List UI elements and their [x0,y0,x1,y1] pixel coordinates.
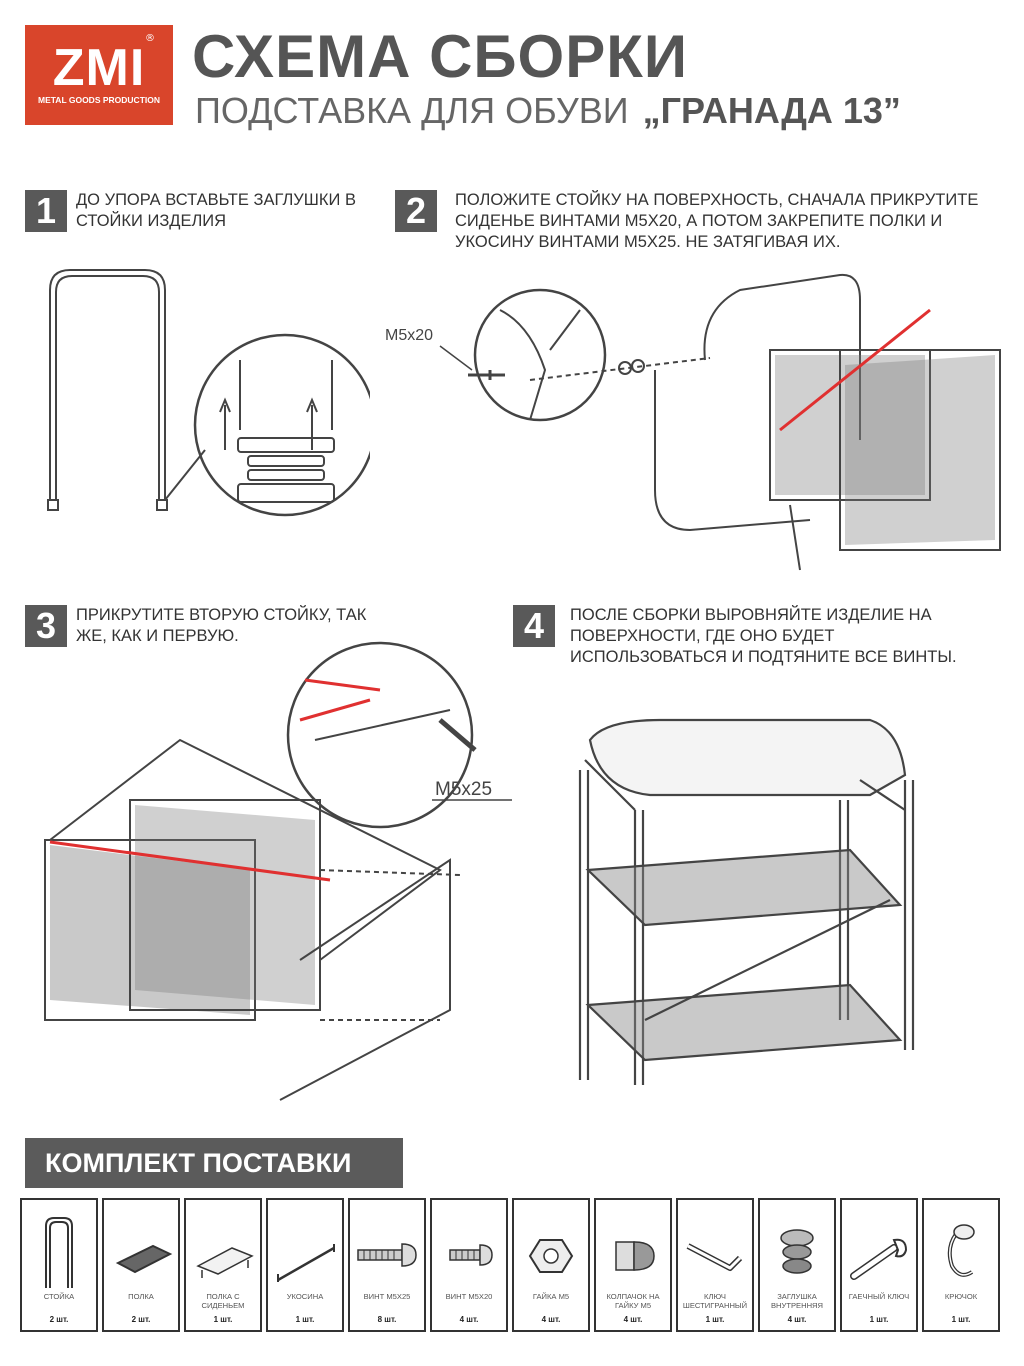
kit-item-seat-shelf: ПОЛКА С СИДЕНЬЕМ 1 шт. [184,1198,262,1332]
kit-title: КОМПЛЕКТ ПОСТАВКИ [25,1138,403,1188]
kit-item-name: СТОЙКА [43,1292,75,1301]
kit-item-hex-key: КЛЮЧ ШЕСТИГРАННЫЙ 1 шт. [676,1198,754,1332]
subtitle-text: ПОДСТАВКА ДЛЯ ОБУВИ [195,90,629,131]
kit-item-name: ВИНТ М5х25 [363,1292,411,1301]
cap-nut-icon [615,1241,655,1271]
logo-mark: ZMI [52,39,146,97]
kit-item-hook: КРЮЧОК 1 шт. [922,1198,1000,1332]
kit-item-brace: УКОСИНА 1 шт. [266,1198,344,1332]
registered-mark: ® [145,33,155,44]
step-3-diagram: M5x25 [44,641,512,1101]
step-3-number: 3 [25,605,67,647]
kit-item-name: КЛЮЧ ШЕСТИГРАННЫЙ [682,1292,748,1310]
kit-item-qty: 4 шт. [459,1315,479,1324]
kit-item-name: УКОСИНА [286,1292,324,1301]
step-4-diagram [578,718,915,1085]
shelf-icon [115,1244,173,1274]
kit-item-wrench: ГАЕЧНЫЙ КЛЮЧ 1 шт. [840,1198,918,1332]
kit-item-qty: 1 шт. [705,1315,725,1324]
kit-item-qty: 1 шт. [213,1315,233,1324]
kit-item-screw-m5x20: ВИНТ М5х20 4 шт. [430,1198,508,1332]
kit-item-qty: 2 шт. [131,1315,151,1324]
step-3-text: ПРИКРУТИТЕ ВТОРУЮ СТОЙКУ, ТАК ЖЕ, КАК И … [76,606,367,645]
kit-item-name: КОЛПАЧОК НА ГАЙКУ М5 [606,1292,660,1310]
kit-item-qty: 2 шт. [49,1315,69,1324]
kit-item-qty: 4 шт. [541,1315,561,1324]
kit-list: СТОЙКА 2 шт. ПОЛКА 2 шт. ПОЛКА С СИДЕНЬЕ… [20,1198,1004,1332]
step-2-number: 2 [395,190,437,232]
kit-item-name: ПОЛКА С СИДЕНЬЕМ [201,1292,245,1310]
kit-item-qty: 4 шт. [623,1315,643,1324]
kit-item-cap-nut: КОЛПАЧОК НА ГАЙКУ М5 4 шт. [594,1198,672,1332]
step-2-screw-label: M5x20 [385,327,433,344]
kit-item-nut: ГАЙКА М5 4 шт. [512,1198,590,1332]
step-4-text: ПОСЛЕ СБОРКИ ВЫРОВНЯЙТЕ ИЗДЕЛИЕ НА ПОВЕР… [570,606,957,666]
logo-subtitle: METAL GOODS PRODUCTION [38,95,160,105]
page-title: СХЕМА СБОРКИ [192,23,688,90]
stand-icon [45,1217,73,1288]
hex-key-icon [686,1243,743,1271]
kit-item-qty: 8 шт. [377,1315,397,1324]
screw-short-icon [449,1244,493,1266]
step-4-number: 4 [513,605,555,647]
product-name: „ГРАНАДА 13” [642,90,901,131]
page-subtitle: ПОДСТАВКА ДЛЯ ОБУВИ „ГРАНАДА 13” [195,90,901,132]
kit-item-qty: 1 шт. [951,1315,971,1324]
kit-item-qty: 1 шт. [295,1315,315,1324]
kit-item-qty: 1 шт. [869,1315,889,1324]
kit-item-inner-plug: ЗАГЛУШКА ВНУТРЕННЯЯ 4 шт. [758,1198,836,1332]
kit-item-stand: СТОЙКА 2 шт. [20,1198,98,1332]
kit-item-name: КРЮЧОК [944,1292,978,1301]
step-1-number: 1 [25,190,67,232]
kit-item-name: ПОЛКА [128,1292,154,1301]
step-2-text: ПОЛОЖИТЕ СТОЙКУ НА ПОВЕРХНОСТЬ, СНАЧАЛА … [455,191,979,251]
kit-item-screw-m5x25: ВИНТ М5х25 8 шт. [348,1198,426,1332]
seat-shelf-icon [196,1247,254,1278]
step-2-diagram: M5x20 [385,273,1001,571]
kit-item-shelf: ПОЛКА 2 шт. [102,1198,180,1332]
step-1-text: ДО УПОРА ВСТАВЬТЕ ЗАГЛУШКИ В СТОЙКИ ИЗДЕ… [76,191,356,230]
hook-icon [947,1224,975,1277]
kit-item-name: ГАЕЧНЫЙ КЛЮЧ [848,1292,910,1301]
brace-icon [277,1244,335,1282]
kit-item-name: ЗАГЛУШКА ВНУТРЕННЯЯ [770,1292,824,1310]
kit-item-name: ВИНТ М5х20 [445,1292,493,1301]
brand-logo: ZMI METAL GOODS PRODUCTION ® [25,25,173,125]
nut-icon [528,1239,574,1273]
step-1-diagram [47,269,370,517]
plug-icon [780,1229,814,1274]
step-3-screw-label: M5x25 [435,779,492,800]
kit-item-name: ГАЙКА М5 [532,1292,570,1301]
wrench-icon [850,1238,908,1280]
kit-item-qty: 4 шт. [787,1315,807,1324]
screw-long-icon [357,1243,417,1267]
